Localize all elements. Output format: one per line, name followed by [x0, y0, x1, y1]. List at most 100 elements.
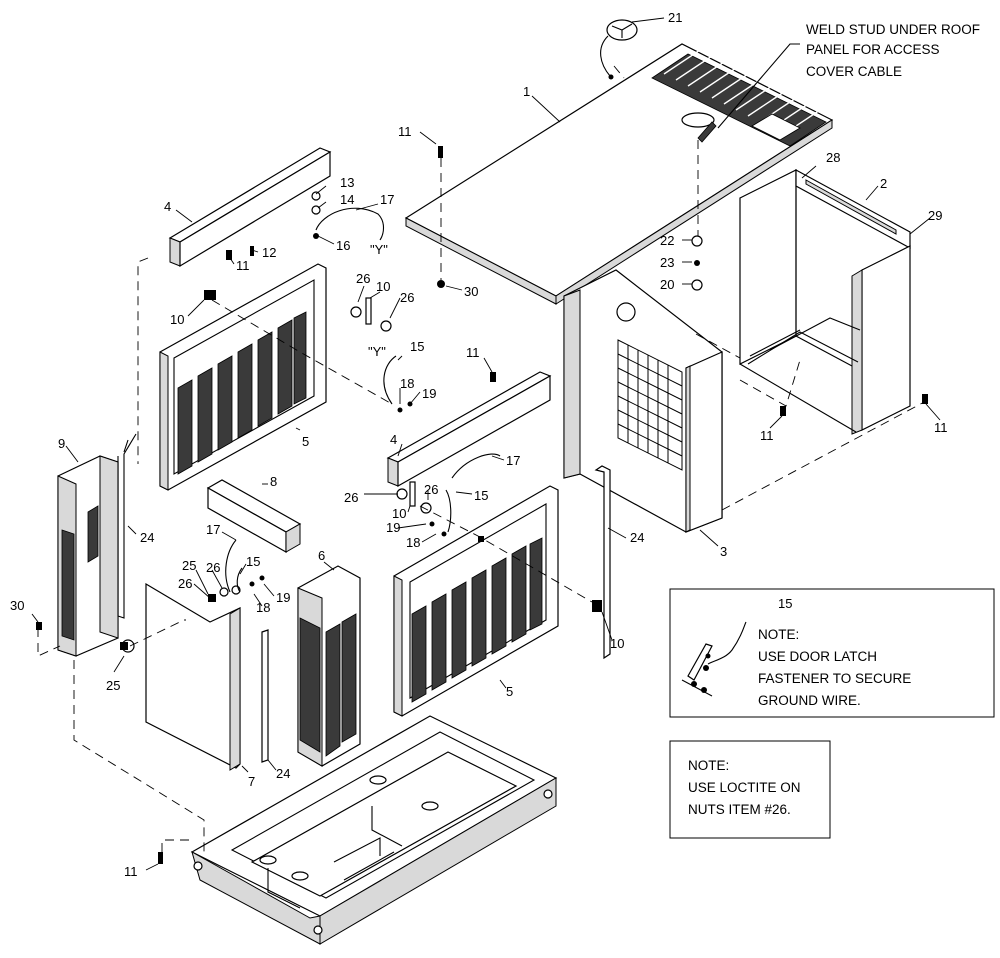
callout-21: 21 — [668, 10, 682, 25]
callout-19: 19 — [276, 590, 290, 605]
callout-11: 11 — [398, 124, 412, 139]
callout-28: 28 — [826, 150, 840, 165]
ground-wires — [225, 207, 501, 593]
callout-20: 20 — [660, 277, 674, 292]
callout-9: 9 — [58, 436, 65, 451]
alignment-lines — [37, 65, 929, 852]
top-rail-upper — [168, 147, 332, 268]
roof-panel — [404, 43, 834, 305]
note-loctite-heading: NOTE: — [688, 758, 729, 773]
callout-13: 13 — [340, 175, 354, 190]
callout-6: 6 — [318, 548, 325, 563]
callout-23: 23 — [660, 255, 674, 270]
base-frame — [190, 715, 558, 945]
weld-stud-note: WELD STUD UNDER ROOF PANEL FOR ACCESS CO… — [717, 22, 980, 129]
callout-11: 11 — [760, 428, 774, 443]
callout-11: 11 — [466, 345, 480, 360]
callout-25: 25 — [106, 678, 120, 693]
note-ground-line-1: USE DOOR LATCH — [758, 649, 877, 664]
ground-wire-note-text: NOTE: USE DOOR LATCH FASTENER TO SECURE … — [758, 627, 911, 708]
callout-y-upper: "Y" — [370, 242, 388, 257]
weld-note-line-2: PANEL FOR ACCESS — [806, 42, 940, 57]
callout-16: 16 — [336, 238, 350, 253]
callout-10: 10 — [376, 279, 390, 294]
callout-10: 10 — [170, 312, 184, 327]
support-brace — [206, 479, 302, 554]
callout-24: 24 — [630, 530, 644, 545]
weld-note-line-3: COVER CABLE — [806, 64, 902, 79]
end-panel-louvers — [61, 505, 99, 641]
side-door — [145, 582, 241, 771]
callout-26: 26 — [400, 290, 414, 305]
callout-24: 24 — [276, 766, 290, 781]
weld-note-line-1: WELD STUD UNDER ROOF — [806, 22, 980, 37]
door-louver-vents — [177, 311, 307, 475]
leader-lines — [31, 17, 941, 871]
callout-10: 10 — [610, 636, 624, 651]
callout-1: 1 — [523, 84, 530, 99]
note-ground-heading: NOTE: — [758, 627, 799, 642]
callout-15: 15 — [246, 554, 260, 569]
end-panel-with-grille — [563, 269, 723, 533]
loctite-note-text: NOTE: USE LOCTITE ON NUTS ITEM #26. — [688, 758, 801, 817]
callout-5: 5 — [302, 434, 309, 449]
callout-24: 24 — [140, 530, 154, 545]
access-door-upper — [159, 263, 327, 491]
callout-30: 30 — [10, 598, 24, 613]
note-loctite-line-2: NUTS ITEM #26. — [688, 802, 791, 817]
access-door-lower — [393, 485, 559, 717]
callout-26: 26 — [424, 482, 438, 497]
callout-7: 7 — [248, 774, 255, 789]
callout-11: 11 — [934, 420, 948, 435]
corner-post-louvers — [299, 613, 357, 757]
callout-18: 18 — [400, 376, 414, 391]
callout-11: 11 — [124, 864, 138, 879]
corner-post-panel — [297, 565, 361, 767]
callout-4: 4 — [164, 199, 171, 214]
callout-labels: 21 1 11 28 2 29 4 13 14 17 12 16 "Y" 11 … — [10, 10, 948, 879]
callout-18: 18 — [406, 535, 420, 550]
left-end-panel — [57, 455, 119, 657]
callout-3: 3 — [720, 544, 727, 559]
right-end-shell — [739, 168, 911, 435]
callout-14: 14 — [340, 192, 354, 207]
callout-5: 5 — [506, 684, 513, 699]
callout-11: 11 — [236, 258, 250, 273]
callout-15: 15 — [410, 339, 424, 354]
callout-12: 12 — [262, 245, 276, 260]
callout-8: 8 — [270, 474, 277, 489]
callout-25: 25 — [182, 558, 196, 573]
access-cover-cable — [600, 19, 638, 80]
note-loctite-line-1: USE LOCTITE ON — [688, 780, 801, 795]
callout-2: 2 — [880, 176, 887, 191]
callout-26: 26 — [206, 560, 220, 575]
callout-30: 30 — [464, 284, 478, 299]
callout-17: 17 — [380, 192, 394, 207]
callout-10: 10 — [392, 506, 406, 521]
note-ground-line-3: GROUND WIRE. — [758, 693, 861, 708]
callout-4: 4 — [390, 432, 397, 447]
note-box-ground-wire — [669, 588, 995, 718]
callout-22: 22 — [660, 233, 674, 248]
callout-y-lower: "Y" — [368, 344, 386, 359]
callout-26: 26 — [356, 271, 370, 286]
seal-strips — [117, 433, 611, 763]
callout-19: 19 — [422, 386, 436, 401]
note-ground-line-2: FASTENER TO SECURE — [758, 671, 911, 686]
callout-19: 19 — [386, 520, 400, 535]
callout-18: 18 — [256, 600, 270, 615]
callout-17: 17 — [206, 522, 220, 537]
roof-louver-vents — [651, 49, 827, 147]
note-box-loctite — [669, 740, 831, 839]
callout-29: 29 — [928, 208, 942, 223]
grille-mesh — [617, 339, 683, 471]
fasteners — [36, 146, 928, 864]
top-rail-lower — [386, 371, 552, 488]
door-louver-vents-lower — [411, 537, 543, 703]
callout-26: 26 — [178, 576, 192, 591]
door-latch-detail — [681, 621, 747, 697]
callout-15: 15 — [778, 596, 792, 611]
callout-26: 26 — [344, 490, 358, 505]
callout-15: 15 — [474, 488, 488, 503]
